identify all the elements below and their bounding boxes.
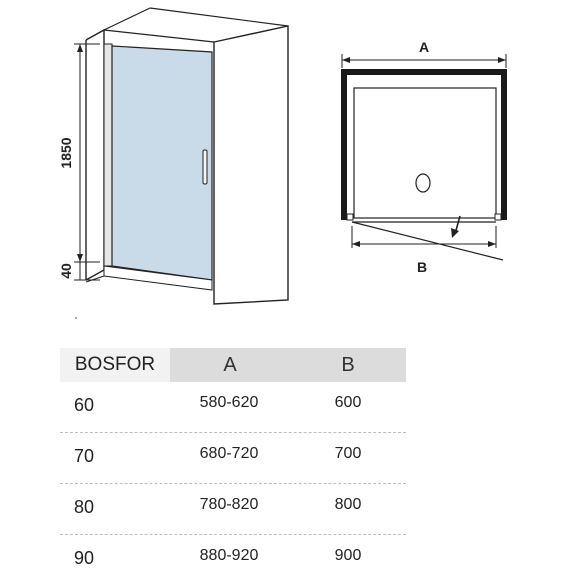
width-b-cell: 900 <box>334 547 362 564</box>
width-b-cell: 600 <box>334 394 362 411</box>
width-b-arrow-right <box>488 241 496 247</box>
height-arrow-bottom <box>77 254 83 262</box>
height-arrow-top <box>77 44 83 52</box>
size-cell: 60 <box>74 395 95 415</box>
range-a-cell: 580-620 <box>199 394 259 411</box>
spec-table: BOSFOR A B 60 580-620 600 70 680-720 700… <box>60 348 406 585</box>
size-cell: 90 <box>74 548 95 568</box>
width-a-arrow-right <box>498 57 506 63</box>
shower-tray-base <box>103 265 213 291</box>
door-glass-panel <box>111 45 213 281</box>
hinge-right <box>494 213 502 221</box>
ceiling-line-back <box>149 7 289 27</box>
width-a-arrow-left <box>342 57 350 63</box>
model-name: BOSFOR <box>60 348 170 382</box>
door-handle <box>202 149 208 185</box>
technical-drawing: 1850 40 A B <box>58 7 507 319</box>
table-row: 90 880-920 900 <box>60 535 406 585</box>
column-header-b: B <box>341 354 355 376</box>
table-row: 60 580-620 600 <box>60 382 406 433</box>
ceiling-line-left <box>103 7 151 31</box>
door-perspective-view: 1850 40 <box>58 7 289 319</box>
width-a-label: A <box>419 39 429 55</box>
size-cell: 80 <box>74 497 95 517</box>
enclosure-walls <box>341 69 507 220</box>
width-b-cell: 800 <box>334 496 362 513</box>
swing-arrow-icon <box>451 228 459 238</box>
plan-view: A B <box>341 39 507 275</box>
ceiling-line-front <box>103 29 215 43</box>
right-wall-panel <box>213 25 289 305</box>
width-b-arrow-left <box>352 241 360 247</box>
table-row: 70 680-720 700 <box>60 433 406 484</box>
tray-left-edge <box>85 275 105 283</box>
tray-outline <box>353 87 497 219</box>
size-cell: 70 <box>74 446 95 466</box>
stray-dot <box>75 317 77 319</box>
left-wall-outline <box>85 28 105 281</box>
hinge-left <box>346 213 354 221</box>
range-a-cell: 880-920 <box>199 547 259 564</box>
height-dimension-label: 1850 <box>58 137 74 168</box>
range-a-cell: 680-720 <box>199 445 259 462</box>
door-open-line <box>351 221 504 261</box>
drain-icon <box>415 173 431 193</box>
width-b-cell: 700 <box>334 445 362 462</box>
width-b-label: B <box>417 259 427 275</box>
base-dimension-label: 40 <box>58 263 74 279</box>
range-a-cell: 780-820 <box>199 496 259 513</box>
table-row: 80 780-820 800 <box>60 484 406 535</box>
column-header-a: A <box>223 354 237 376</box>
table-header: BOSFOR A B <box>60 348 406 382</box>
door-profile <box>103 43 113 267</box>
